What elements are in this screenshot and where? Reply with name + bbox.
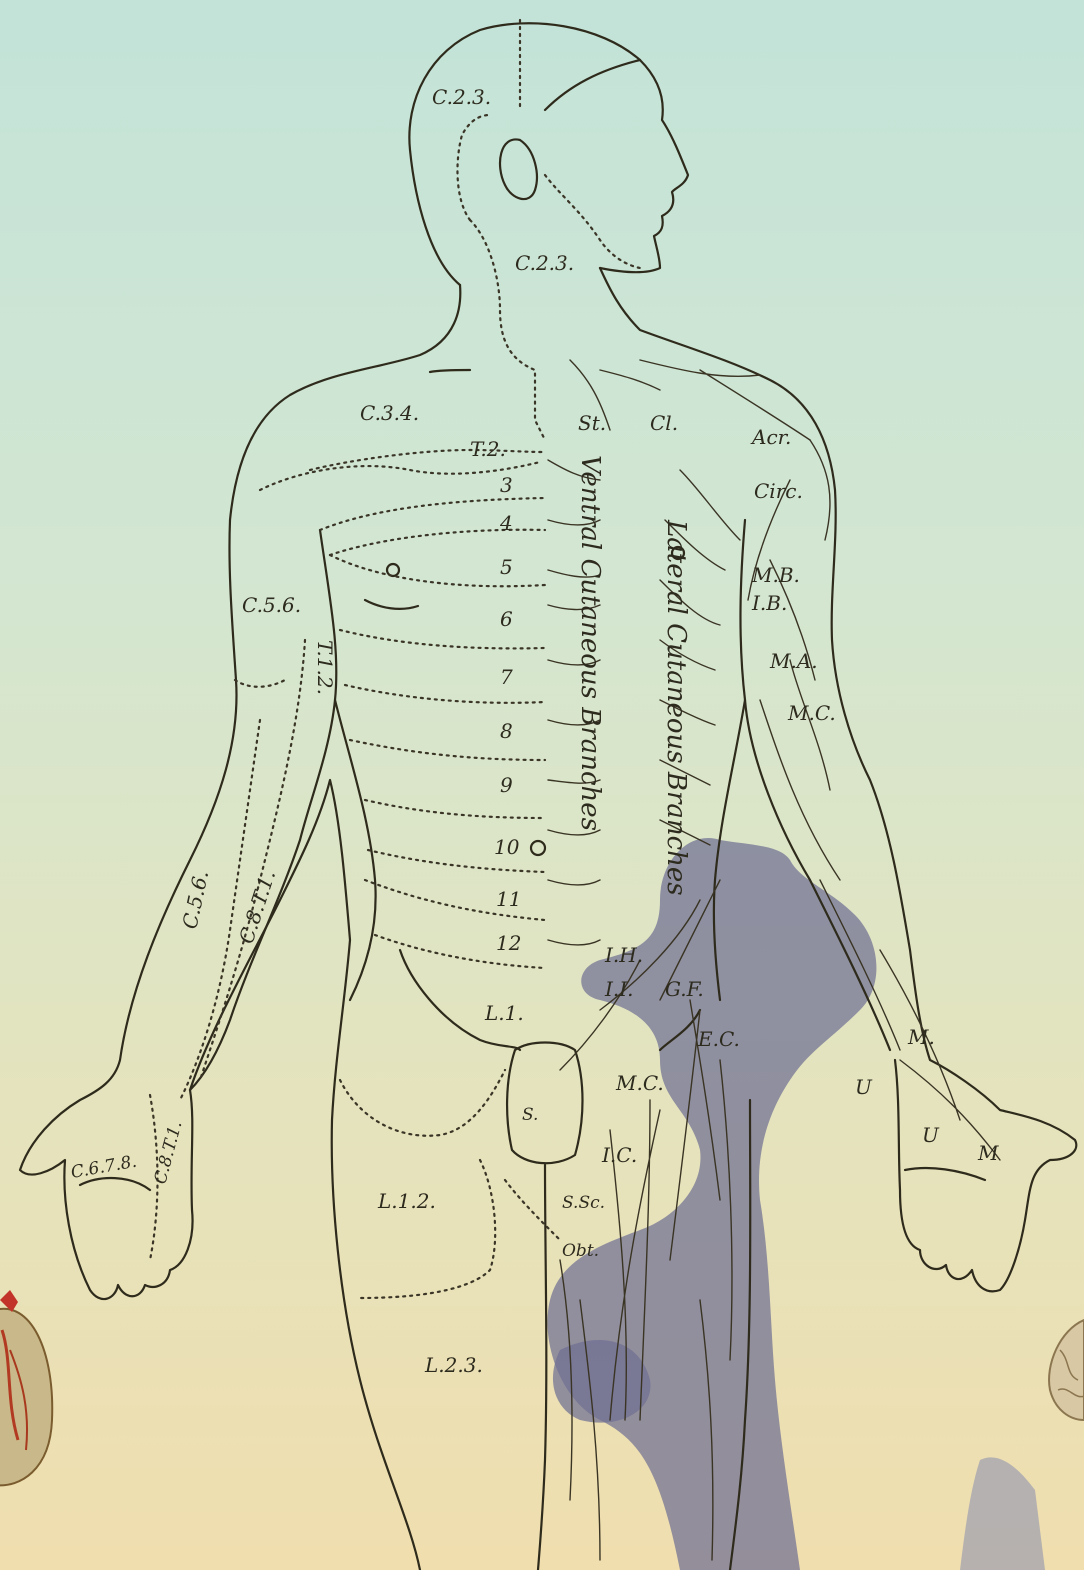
label-thigh-upper: L.1.2. [377,1189,436,1213]
label-obturator: Obt. [562,1241,599,1261]
label-circumflex: Circ. [754,479,803,503]
label-median: M. [907,1025,935,1049]
label-groin: L.1. [484,1001,524,1025]
label-small-sciatic: S.Sc. [562,1193,605,1213]
label-median-hand: M [977,1141,999,1165]
label-middle-cutaneous: M.C. [615,1071,664,1095]
label-sternal: St. [578,411,606,435]
label-internal-cutaneous: I.C. [601,1143,637,1167]
label-acromial: Acr. [750,425,791,449]
label-genitofemoral: G.F. [665,977,704,1001]
label-clavicular: Cl. [650,411,678,435]
shadow-smudge [960,1457,1045,1570]
lateral-title: Lateral Cutaneous Branches [661,519,691,896]
label-forearm-ulnar: C.8.T.1. [234,867,280,947]
ventral-title: Ventral Cutaneous Branches [575,455,605,831]
label-forearm-radial: C.5.6. [177,868,213,931]
label-rib-3: 3 [500,473,513,497]
label-medial-brachial: M.B. [751,563,800,587]
label-rib-12: 12 [496,931,521,955]
label-rib-10: 10 [494,835,520,859]
label-medial-antebrachial: M.A. [769,649,818,673]
label-external-cutaneous: E.C. [697,1027,740,1051]
brain-illustration [1049,1320,1084,1420]
label-musculocutaneous: M.C. [787,701,836,725]
label-ulnar-wrist: U [855,1075,873,1099]
label-ilioinguinal: I.I. [604,977,634,1001]
label-rib-5: 5 [500,555,513,579]
label-upper-arm: C.5.6. [242,593,301,617]
label-neck: C.2.3. [515,251,574,275]
label-rib-6: 6 [500,607,513,631]
dermatome-boundaries [150,20,640,1298]
heart-illustration [0,1290,52,1485]
label-scrotal: S. [522,1105,538,1125]
label-intercostobrachial: I.B. [751,591,787,615]
label-iliohypogastric: I.H. [604,943,643,967]
label-rib-11: 11 [496,887,521,911]
label-head-top: C.2.3. [432,85,491,109]
dermatome-labels: C.2.3. C.2.3. C.3.4. T.2. 3 4 5 6 7 8 9 … [69,85,574,1377]
label-rib-9: 9 [500,773,513,797]
label-rib-8: 8 [500,719,513,743]
label-axilla: T.1.2. [313,640,337,695]
label-shoulder: C.3.4. [360,401,419,425]
label-thigh-lower: L.2.3. [424,1353,483,1377]
label-rib-7: 7 [500,665,513,689]
label-ulnar-hand: U [922,1123,940,1147]
label-rib-4: 4 [499,511,513,535]
vertical-titles: Ventral Cutaneous Branches Lateral Cutan… [575,455,691,896]
label-t2: T.2. [470,437,506,461]
